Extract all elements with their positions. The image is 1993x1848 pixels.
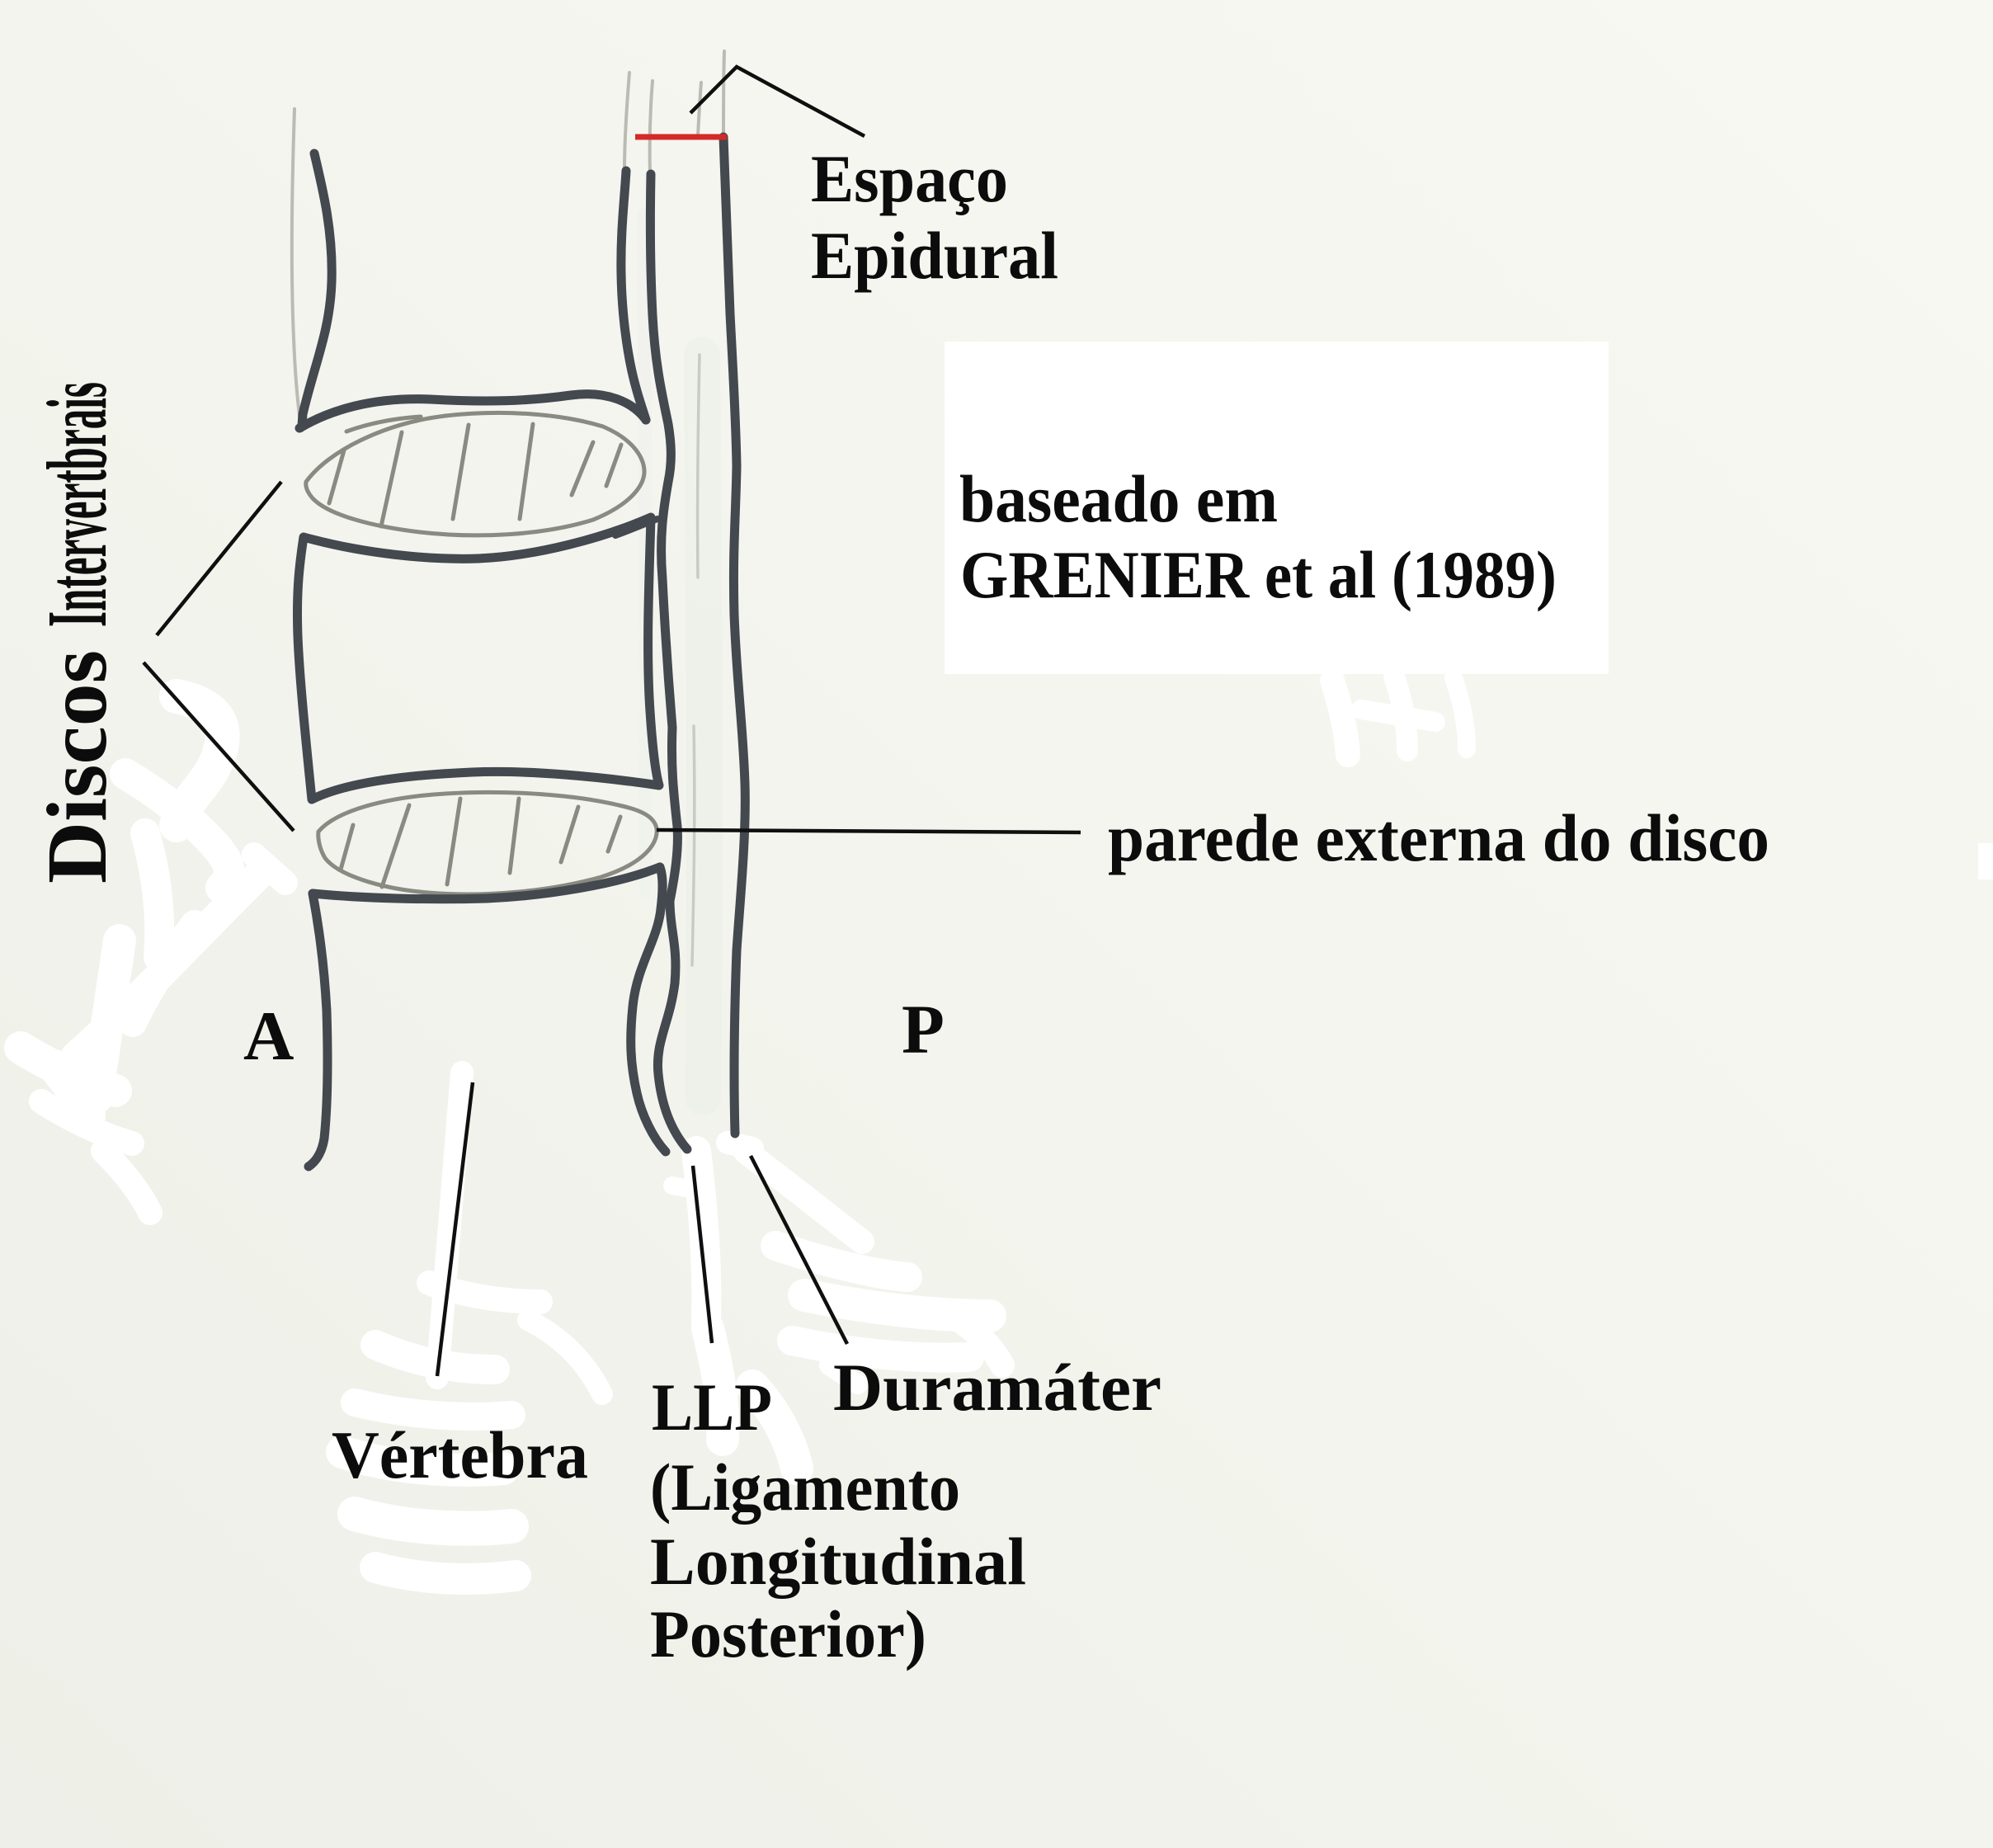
svg-text:(Ligamento: (Ligamento <box>650 1450 960 1525</box>
svg-text:Longitudinal: Longitudinal <box>650 1524 1026 1599</box>
svg-text:Espaço: Espaço <box>811 141 1008 216</box>
svg-text:P: P <box>902 991 945 1068</box>
svg-text:Intervertbrais: Intervertbrais <box>30 382 125 627</box>
svg-text:LLP: LLP <box>652 1370 772 1445</box>
svg-text:Duramáter: Duramáter <box>833 1350 1161 1425</box>
svg-text:parede externa do disco: parede externa do disco <box>1108 800 1769 875</box>
svg-text:Vértebra: Vértebra <box>332 1417 588 1492</box>
svg-text:baseado em: baseado em <box>959 461 1278 536</box>
svg-text:A: A <box>243 997 294 1075</box>
svg-text:GRENIER et al (1989): GRENIER et al (1989) <box>960 537 1557 612</box>
svg-text:Posterior): Posterior) <box>650 1596 926 1671</box>
svg-text:Epidural: Epidural <box>811 218 1058 293</box>
svg-text:Discos: Discos <box>30 650 125 884</box>
